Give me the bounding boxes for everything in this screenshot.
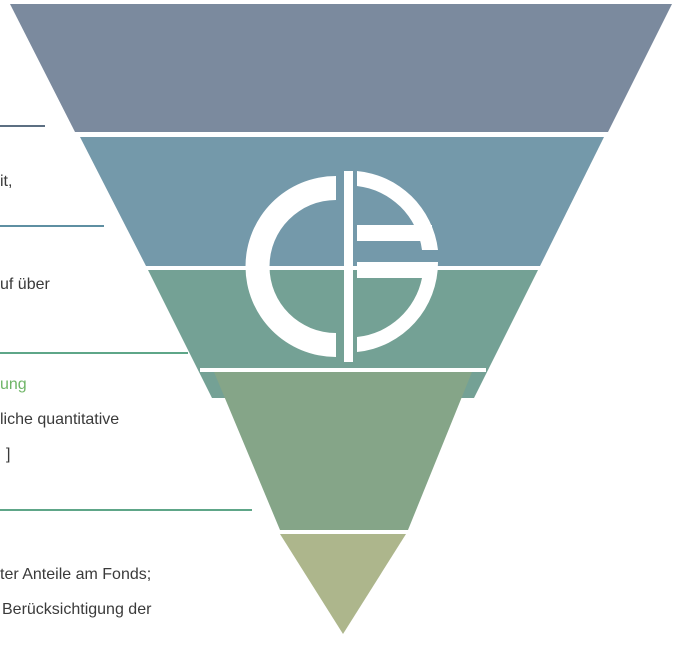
block-4-line-2: ] (6, 446, 11, 463)
block-2-line-1: it, (0, 173, 13, 190)
block-5-line-2: Berücksichtigung der (2, 601, 152, 618)
section-rule-2 (0, 225, 104, 227)
pyramid-tier-1 (10, 4, 672, 132)
section-rule-4 (0, 509, 252, 511)
ca-logo-icon (245, 171, 439, 362)
pyramid-tier-3 (148, 270, 538, 398)
pyramid-tier-2 (80, 137, 604, 266)
section-rule-1 (0, 125, 45, 127)
section-rule-3 (0, 352, 188, 354)
block-3-line-1: uf über (0, 276, 50, 293)
block-4-accent: ung (0, 376, 27, 393)
pyramid-tier-5 (280, 534, 406, 634)
pyramid-tier-4 (214, 372, 472, 530)
block-4-line-1: liche quantitative (0, 411, 120, 428)
block-5-line-1: ter Anteile am Fonds; (0, 566, 152, 583)
